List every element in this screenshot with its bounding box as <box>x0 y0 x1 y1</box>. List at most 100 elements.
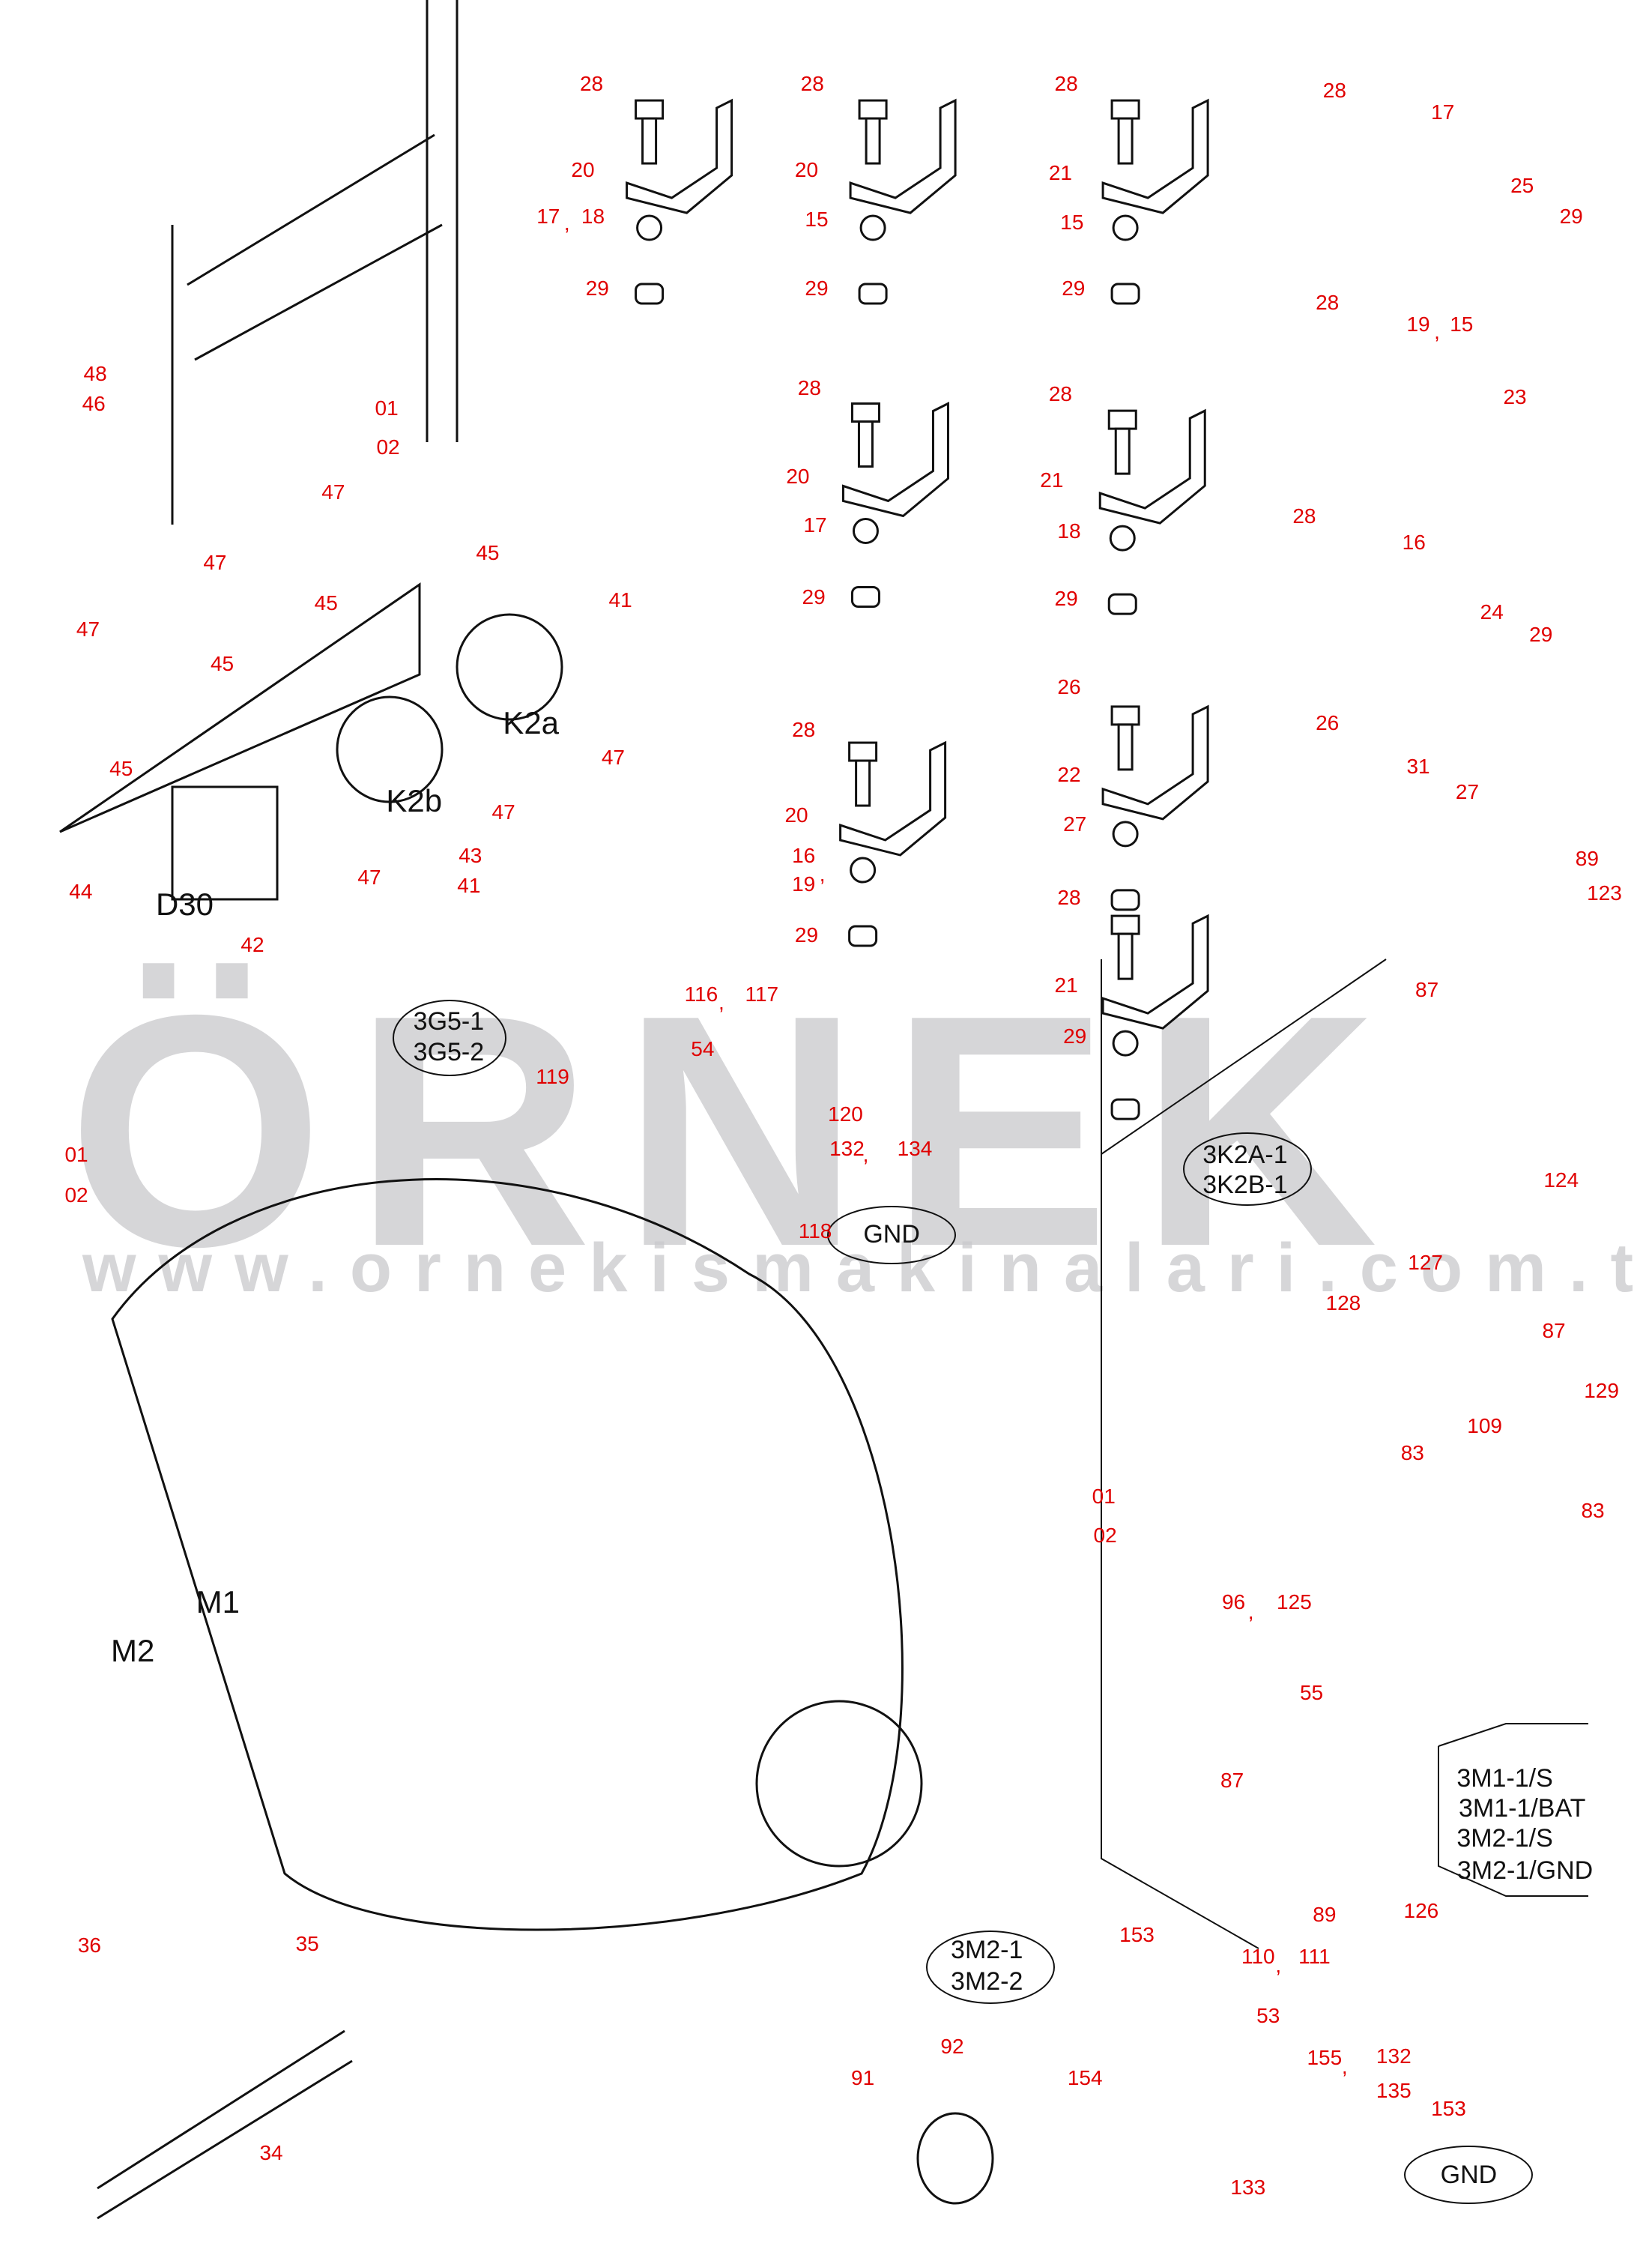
callout-42: 42 <box>240 933 264 957</box>
designation-gnd: GND <box>1440 2161 1498 2190</box>
callout-124: 124 <box>1543 1168 1579 1192</box>
callout-29: 29 <box>1063 1024 1087 1048</box>
callout-45: 45 <box>476 540 500 564</box>
callout-29: 29 <box>1559 204 1583 228</box>
callout-118: 118 <box>798 1219 832 1243</box>
d30-module <box>171 785 279 901</box>
relay-k2b <box>336 695 444 803</box>
gnd-ellipse-2 <box>1404 2146 1533 2204</box>
callout-129: 129 <box>1584 1379 1619 1403</box>
callout-18: 18 <box>581 204 605 228</box>
callout-44: 44 <box>69 880 93 904</box>
designation-3k2b-1: 3K2B-1 <box>1202 1171 1288 1200</box>
callout-01: 01 <box>64 1142 88 1166</box>
callout-separator: , <box>563 211 570 235</box>
callout-26: 26 <box>1316 710 1340 734</box>
callout-27: 27 <box>1063 812 1087 836</box>
designation-m2: M2 <box>110 1633 155 1669</box>
callout-87: 87 <box>1415 978 1439 1002</box>
callout-155: 155 <box>1307 2046 1343 2070</box>
callout-separator: , <box>1247 1600 1254 1624</box>
callout-28: 28 <box>1054 71 1078 95</box>
callout-126: 126 <box>1403 1898 1439 1922</box>
bolt-bracket-assembly <box>1101 914 1209 1120</box>
callout-18: 18 <box>1057 519 1081 543</box>
callout-116: 116 <box>684 982 718 1006</box>
callout-29: 29 <box>1062 277 1086 301</box>
callout-25: 25 <box>1510 174 1534 198</box>
3m2-ellipse <box>926 1931 1055 2004</box>
callout-127: 127 <box>1408 1251 1443 1275</box>
callout-36: 36 <box>77 1933 101 1957</box>
bolt-bracket-assembly <box>1098 408 1206 615</box>
designation-3m2-2: 3M2-2 <box>951 1967 1023 1996</box>
watermark-url: www.ornekismakinalari.com.tr <box>82 1230 1652 1306</box>
designation-3m1-1-bat: 3M1-1/BAT <box>1458 1793 1586 1823</box>
bolt-bracket-assembly <box>849 98 957 305</box>
callout-28: 28 <box>1057 885 1081 909</box>
3k2-ellipse <box>1183 1132 1312 1206</box>
callout-separator: , <box>1434 319 1440 343</box>
callout-28: 28 <box>792 718 816 742</box>
callout-47: 47 <box>321 480 345 504</box>
callout-21: 21 <box>1040 468 1064 492</box>
callout-29: 29 <box>1529 623 1553 647</box>
callout-02: 02 <box>376 435 400 459</box>
callout-16: 16 <box>1402 531 1426 555</box>
callout-55: 55 <box>1299 1680 1324 1704</box>
callout-54: 54 <box>691 1037 715 1061</box>
callout-153: 153 <box>1119 1923 1155 1947</box>
3g5-ellipse <box>393 1000 506 1076</box>
callout-01: 01 <box>1092 1485 1116 1509</box>
callout-19: 19 <box>1406 313 1430 336</box>
callout-26: 26 <box>1057 674 1081 698</box>
callout-109: 109 <box>1467 1413 1502 1437</box>
callout-83: 83 <box>1581 1499 1605 1523</box>
callout-24: 24 <box>1480 600 1504 624</box>
callout-17: 17 <box>536 204 560 228</box>
engine-outline <box>111 1178 904 1931</box>
rail-34 <box>97 2029 353 2220</box>
callout-87: 87 <box>1542 1318 1566 1342</box>
callout-110: 110 <box>1241 1945 1275 1969</box>
callout-27: 27 <box>1455 780 1480 804</box>
3m-bracket <box>1438 1723 1588 1897</box>
designation-m1: M1 <box>196 1584 240 1619</box>
callout-154: 154 <box>1067 2066 1103 2090</box>
designation-3m2-1: 3M2-1 <box>951 1935 1023 1964</box>
bolt-bracket-assembly <box>841 402 949 608</box>
gnd-ellipse-1 <box>827 1206 956 1264</box>
designation-3m2-1-s: 3M2-1/S <box>1456 1824 1553 1853</box>
callout-21: 21 <box>1048 161 1072 185</box>
callout-117: 117 <box>745 982 779 1006</box>
designation-d30: D30 <box>155 887 214 923</box>
callout-28: 28 <box>797 376 821 400</box>
relay-k2a <box>456 613 563 721</box>
callout-15: 15 <box>1060 210 1084 234</box>
callout-111: 111 <box>1298 1945 1331 1969</box>
callout-47: 47 <box>601 746 626 770</box>
callout-29: 29 <box>794 923 819 947</box>
callout-20: 20 <box>784 803 808 827</box>
callout-153: 153 <box>1431 2096 1466 2120</box>
callout-28: 28 <box>579 71 604 95</box>
relay-panel <box>59 582 421 833</box>
callout-29: 29 <box>802 585 826 609</box>
callout-47: 47 <box>76 617 100 641</box>
callout-28: 28 <box>800 71 824 95</box>
callout-20: 20 <box>786 464 810 488</box>
callout-separator: , <box>862 1142 869 1166</box>
designation-3m1-1-s: 3M1-1/S <box>1456 1763 1553 1793</box>
callout-134: 134 <box>897 1136 933 1160</box>
callout-48: 48 <box>83 361 107 385</box>
designation-k2b: K2b <box>386 782 443 818</box>
callout-23: 23 <box>1503 384 1527 408</box>
callout-47: 47 <box>357 865 381 889</box>
callout-20: 20 <box>794 158 819 182</box>
callout-83: 83 <box>1400 1441 1424 1465</box>
bolt-bracket-assembly <box>839 740 947 947</box>
callout-17: 17 <box>803 513 827 537</box>
callout-20: 20 <box>571 158 595 182</box>
callout-133: 133 <box>1230 2176 1266 2200</box>
